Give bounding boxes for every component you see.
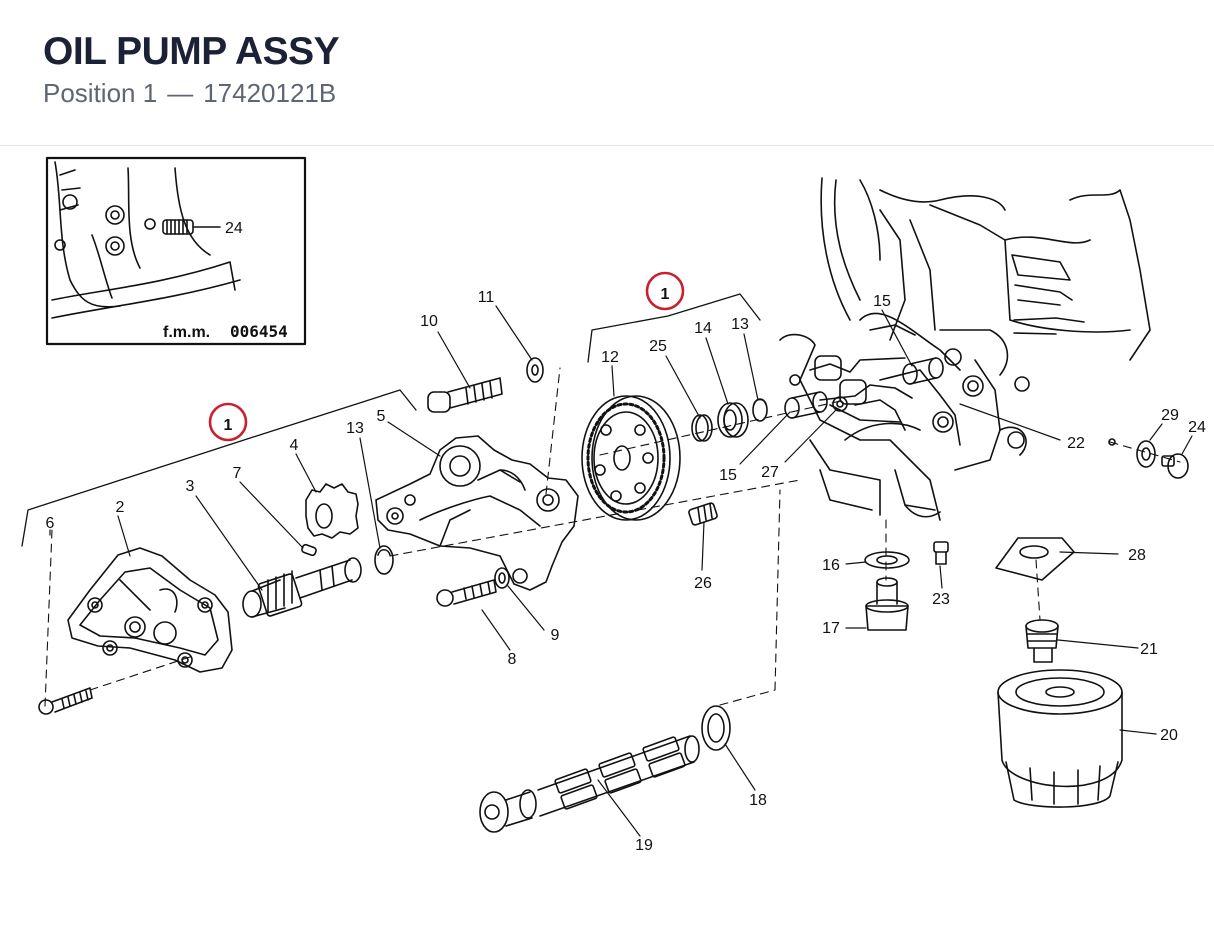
label-part-12: 12 bbox=[601, 349, 619, 366]
label-part-17: 17 bbox=[822, 620, 840, 637]
label-part-15-rear: 15 bbox=[873, 293, 891, 310]
label-leader-lines bbox=[49, 305, 1193, 837]
group-callout-right: 1 bbox=[645, 271, 685, 311]
part-26-grub-screw bbox=[688, 502, 718, 526]
part-5-pump-body bbox=[375, 435, 579, 591]
part-23-plug bbox=[933, 541, 949, 565]
label-part-9: 9 bbox=[551, 627, 560, 644]
assembly-centerlines bbox=[44, 367, 1181, 707]
label-part-21: 21 bbox=[1140, 641, 1158, 658]
group-callout-left: 1 bbox=[208, 402, 248, 442]
part-8-screw bbox=[436, 579, 497, 607]
part-13-circlip-right bbox=[752, 398, 768, 422]
part-2-pump-cover bbox=[67, 547, 233, 673]
subtitle-separator: — bbox=[167, 78, 194, 108]
part-3-drive-gear-shaft bbox=[242, 557, 362, 618]
label-part-23: 23 bbox=[932, 591, 950, 608]
part-10-bolt bbox=[427, 377, 503, 413]
part-number: 17420121B bbox=[203, 78, 337, 108]
label-part-24: 24 bbox=[1188, 419, 1206, 436]
page-title: OIL PUMP ASSY bbox=[43, 30, 340, 73]
part-4-pump-gear bbox=[305, 483, 359, 539]
part-12-driven-gear bbox=[581, 395, 681, 521]
label-part-26: 26 bbox=[694, 575, 712, 592]
position-label: Position 1 bbox=[43, 78, 158, 108]
part-16-seal-washer bbox=[864, 551, 910, 569]
label-part-25: 25 bbox=[649, 338, 667, 355]
label-part-28: 28 bbox=[1128, 547, 1146, 564]
label-part-6: 6 bbox=[46, 515, 55, 532]
svg-text:1: 1 bbox=[661, 286, 670, 303]
label-part-14: 14 bbox=[694, 320, 712, 337]
label-part-8: 8 bbox=[508, 651, 517, 668]
group-bracket-lines bbox=[21, 293, 761, 547]
part-18-oring bbox=[701, 705, 731, 751]
part-29-washer bbox=[1136, 440, 1156, 468]
inset-callout-24: 24 bbox=[225, 220, 243, 237]
label-part-2: 2 bbox=[116, 499, 125, 516]
label-part-20: 20 bbox=[1160, 727, 1178, 744]
page-header: OIL PUMP ASSY Position 1 — 17420121B bbox=[0, 0, 1214, 146]
label-part-15-front: 15 bbox=[719, 467, 737, 484]
inset-ref-number: 006454 bbox=[230, 322, 288, 341]
part-19-oil-strainer bbox=[479, 735, 700, 833]
label-part-22: 22 bbox=[1067, 435, 1085, 452]
label-part-7: 7 bbox=[233, 465, 242, 482]
label-part-27: 27 bbox=[761, 464, 779, 481]
part-15-bushing-front bbox=[784, 391, 828, 419]
part-13-circlip-left bbox=[374, 545, 394, 575]
inset-ref-prefix: f.m.m. bbox=[163, 324, 210, 341]
label-part-19: 19 bbox=[635, 837, 653, 854]
crankcase bbox=[779, 177, 1151, 521]
label-part-13-left: 13 bbox=[346, 420, 364, 437]
part-labels: 6 2 3 4 7 5 13 10 11 12 25 14 13 15 15 2… bbox=[46, 289, 1206, 854]
inset-detail-view bbox=[45, 156, 307, 346]
part-11-washer bbox=[526, 357, 544, 383]
label-part-29: 29 bbox=[1161, 407, 1179, 424]
label-part-11: 11 bbox=[478, 289, 495, 306]
part-9-washer bbox=[494, 567, 510, 589]
part-7-dowel-pin bbox=[301, 543, 317, 557]
part-14-bearing bbox=[717, 402, 749, 438]
label-part-10: 10 bbox=[420, 313, 438, 330]
label-part-3: 3 bbox=[186, 478, 195, 495]
part-6-screw bbox=[38, 687, 93, 715]
part-24-screw bbox=[1108, 438, 1189, 479]
part-21-union-nipple bbox=[1025, 619, 1059, 663]
page-subtitle: Position 1 — 17420121B bbox=[43, 78, 336, 109]
label-part-13-right: 13 bbox=[731, 316, 749, 333]
label-part-18: 18 bbox=[749, 792, 767, 809]
part-15-bushing-rear bbox=[902, 357, 944, 385]
part-28-plate bbox=[995, 537, 1075, 581]
exploded-parts-diagram: 1 1 24 f.m.m. 006454 6 2 3 4 7 5 13 10 1… bbox=[21, 156, 1206, 854]
part-17-drain-plug bbox=[865, 577, 909, 631]
part-27-jet bbox=[832, 396, 848, 412]
label-part-4: 4 bbox=[290, 437, 299, 454]
label-part-16: 16 bbox=[822, 557, 840, 574]
svg-text:1: 1 bbox=[224, 417, 233, 434]
label-part-5: 5 bbox=[377, 408, 386, 425]
part-20-oil-filter bbox=[997, 669, 1123, 808]
part-25-spacer bbox=[691, 414, 713, 442]
